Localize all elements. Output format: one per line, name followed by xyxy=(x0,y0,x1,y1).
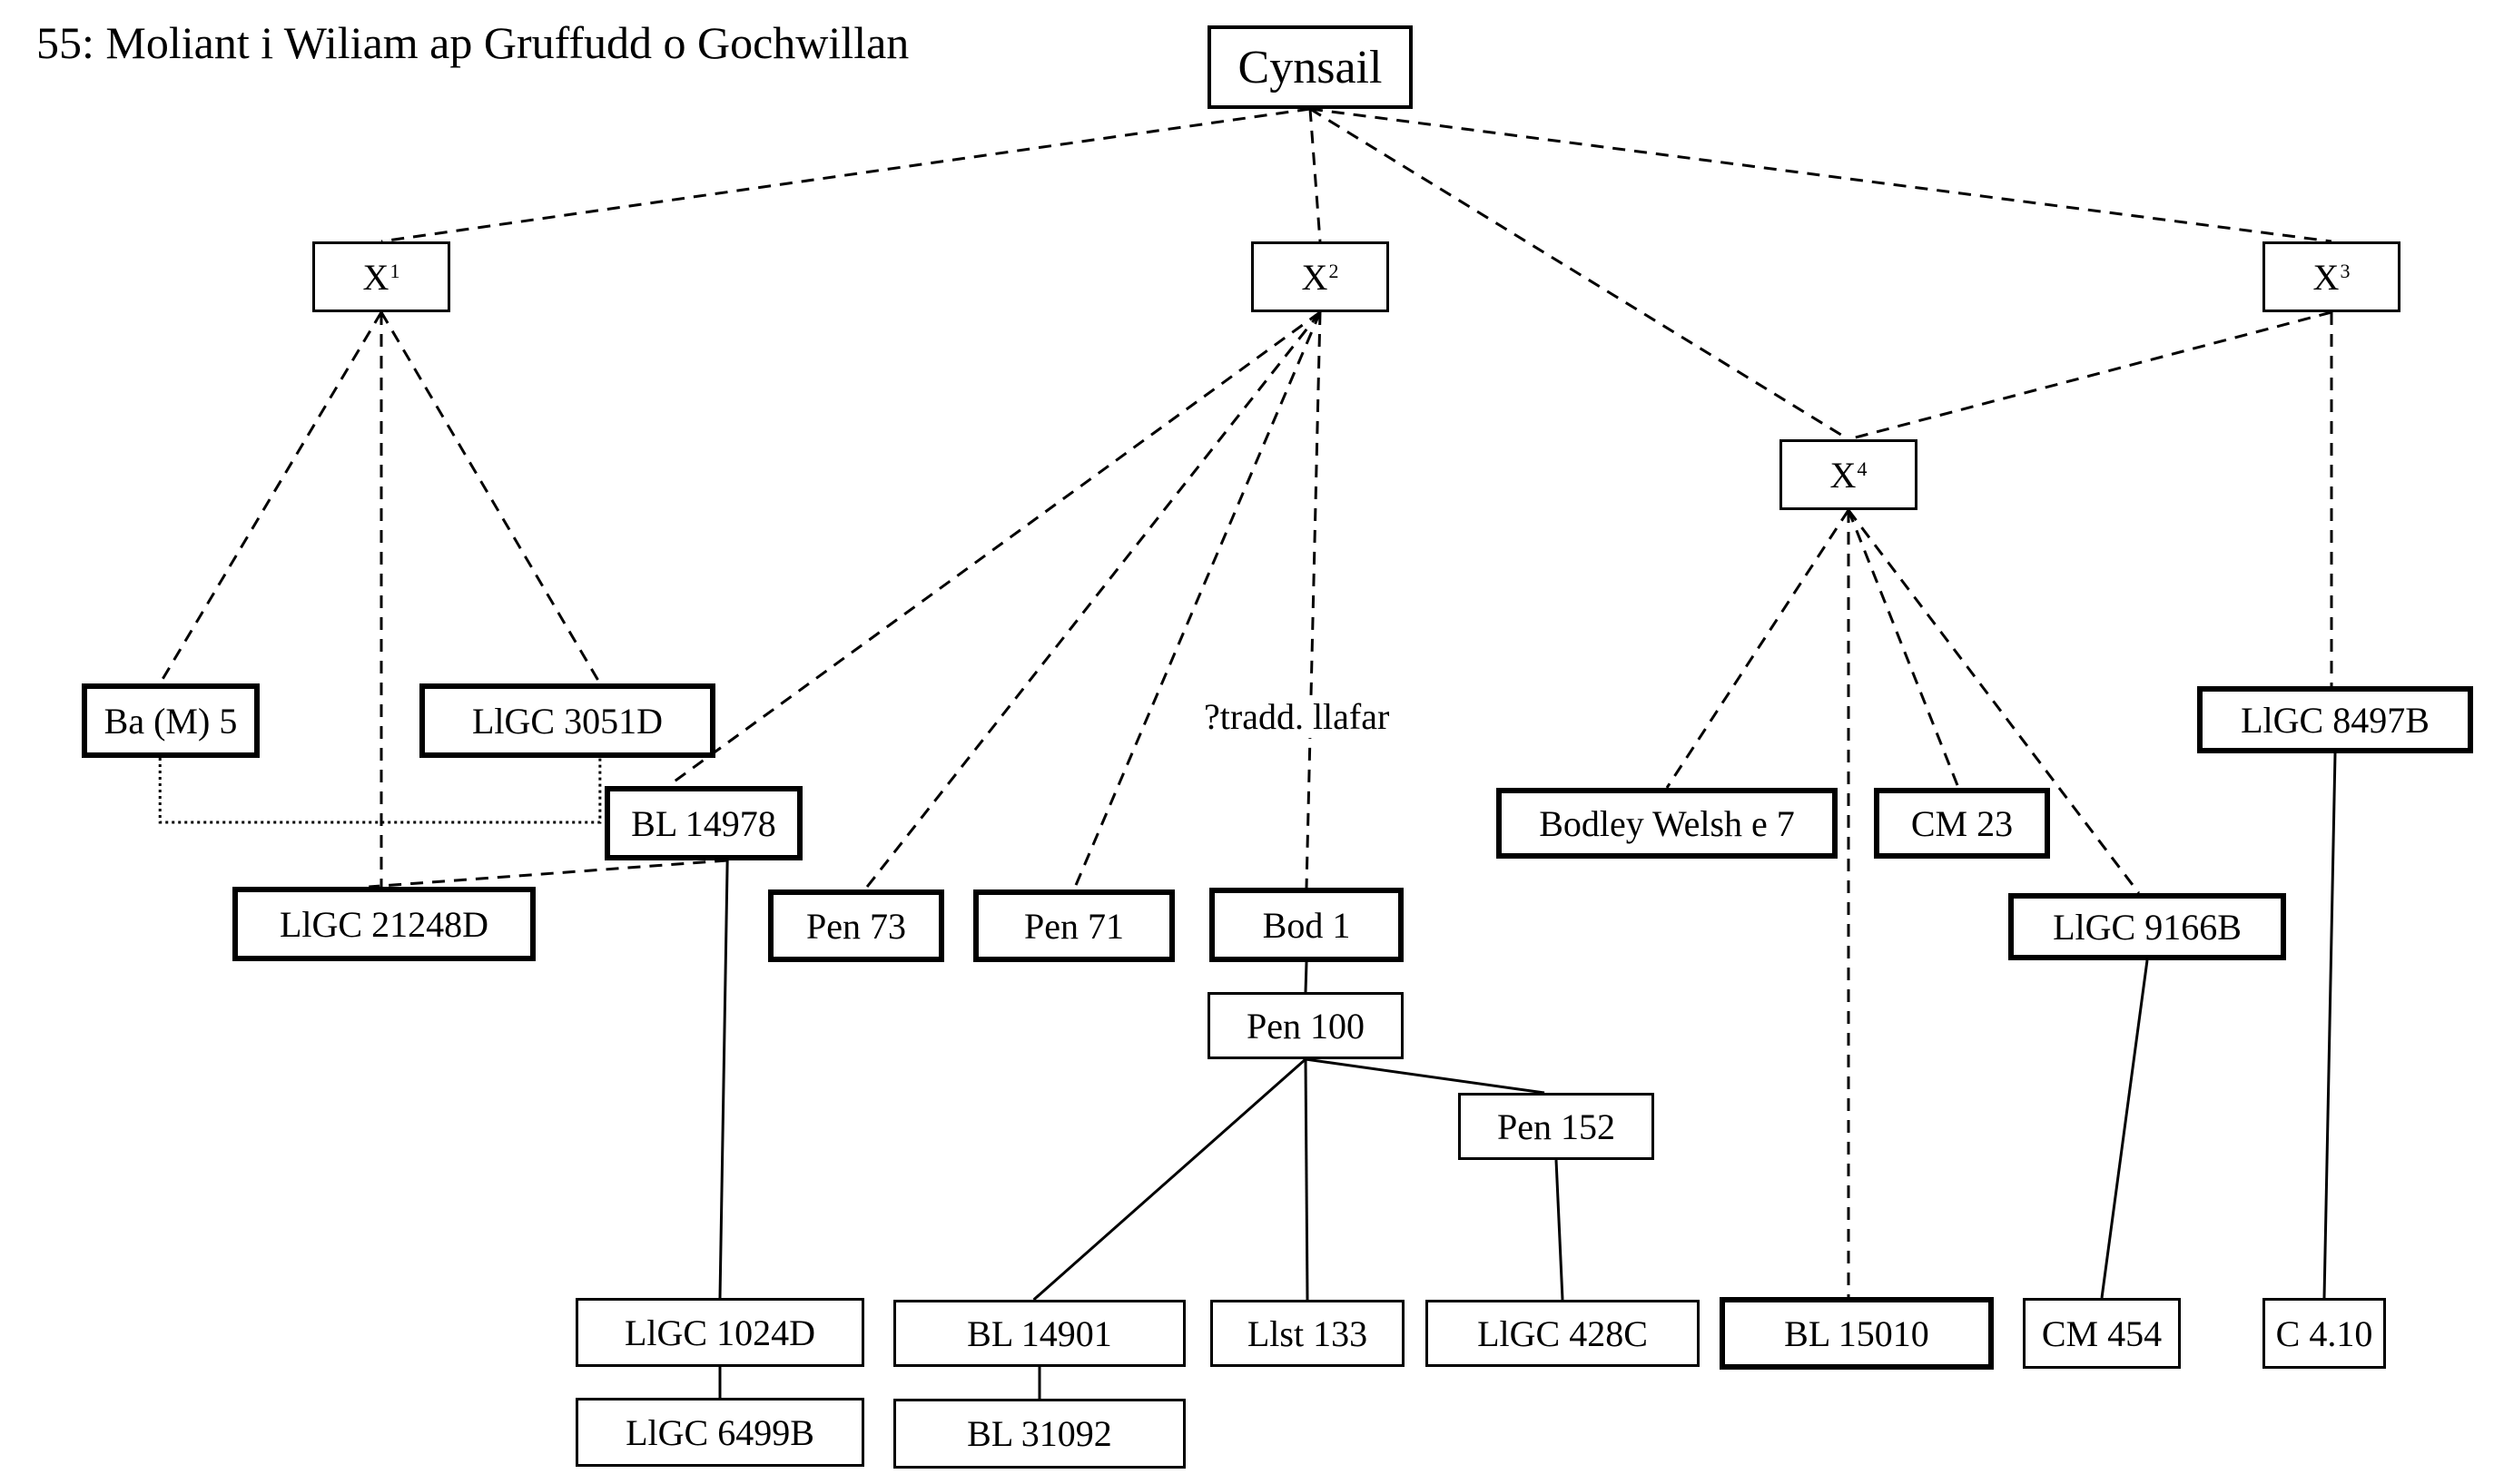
edge-cynsail-to-x1 xyxy=(380,107,1311,243)
edge-x2-to-pen71 xyxy=(1072,311,1322,890)
edge-pen100-to-bl14901 xyxy=(1032,1057,1306,1302)
node-label: LlGC 8497B xyxy=(2241,699,2430,741)
node-llgc-6499b: LlGC 6499B xyxy=(576,1398,864,1467)
node-label: Pen 152 xyxy=(1497,1106,1615,1147)
node-c-4-10: C 4.10 xyxy=(2262,1298,2386,1369)
edge-cynsail-to-x3 xyxy=(1309,107,2332,243)
node-llgc-428c: LlGC 428C xyxy=(1425,1300,1700,1367)
edge-x2-to-pen73 xyxy=(863,311,1322,890)
node-llgc-21248d: LlGC 21248D xyxy=(232,887,536,961)
node-label: X xyxy=(1829,454,1857,496)
node-label: LlGC 6499B xyxy=(626,1411,814,1453)
node-label: X xyxy=(362,256,389,298)
node-llgc-1024d: LlGC 1024D xyxy=(576,1298,864,1367)
node-bodley-welsh-e-7: Bodley Welsh e 7 xyxy=(1496,788,1838,859)
node-label: Ba (M) 5 xyxy=(104,700,238,742)
edge-x4-to-llgc9166b xyxy=(1847,509,2141,894)
node-llst-133: Llst 133 xyxy=(1210,1300,1405,1367)
node-label: LlGC 3051D xyxy=(472,700,663,742)
edge-x3-to-x4 xyxy=(1848,310,2332,441)
node-superscript: 4 xyxy=(1857,457,1868,480)
node-superscript: 1 xyxy=(389,260,400,282)
node-pen-71: Pen 71 xyxy=(973,889,1175,962)
edge-x4-to-cm23 xyxy=(1847,509,1960,789)
edge-pen152-to-llgc428c xyxy=(1554,1159,1564,1301)
node-cynsail: Cynsail xyxy=(1208,25,1413,109)
node-label: Pen 71 xyxy=(1024,905,1124,947)
node-label: BL 31092 xyxy=(967,1413,1112,1454)
node-label: LlGC 1024D xyxy=(625,1312,815,1353)
edge-cynsail-to-x4 xyxy=(1309,107,1849,441)
node-label: Llst 133 xyxy=(1247,1312,1368,1354)
edge-x2-to-bod1 xyxy=(1305,311,1322,889)
edge-cynsail-to-x2 xyxy=(1308,108,1322,242)
oral-tradition-label: ?tradd. llafar xyxy=(1200,695,1394,738)
node-bl-14978: BL 14978 xyxy=(605,786,803,860)
edge-pen100-to-llst133 xyxy=(1304,1058,1309,1301)
edge-bl14978-to-llgc21248d xyxy=(369,859,728,889)
diagram-title: 55: Moliant i Wiliam ap Gruffudd o Gochw… xyxy=(36,17,910,68)
node-label: BL 14978 xyxy=(631,802,776,844)
node-llgc-8497b: LlGC 8497B xyxy=(2197,686,2473,753)
node-pen-152: Pen 152 xyxy=(1458,1093,1654,1160)
node-label: X xyxy=(1301,256,1328,298)
node-cm-23: CM 23 xyxy=(1874,788,2050,859)
node-label: Pen 100 xyxy=(1247,1005,1365,1047)
node-bl-15010: BL 15010 xyxy=(1720,1297,1994,1370)
node-label: BL 15010 xyxy=(1784,1312,1929,1354)
node-bod-1: Bod 1 xyxy=(1209,888,1404,962)
edge-x4-to-bodley xyxy=(1665,509,1850,789)
node-label: C 4.10 xyxy=(2275,1312,2373,1354)
node-label: LlGC 21248D xyxy=(280,903,488,945)
edge-pen100-to-pen152 xyxy=(1305,1057,1545,1095)
edge-llgc9166b-to-cm454 xyxy=(2100,959,2149,1299)
node-cm-454: CM 454 xyxy=(2023,1298,2181,1369)
node-ba-m-5: Ba (M) 5 xyxy=(82,683,260,758)
node-bl-14901: BL 14901 xyxy=(893,1300,1186,1367)
node-pen-100: Pen 100 xyxy=(1208,992,1404,1059)
node-label: LlGC 428C xyxy=(1477,1312,1648,1354)
node-pen-73: Pen 73 xyxy=(768,889,944,962)
node-superscript: 2 xyxy=(1328,260,1339,282)
node-bl-31092: BL 31092 xyxy=(893,1399,1186,1469)
edge-llgc8497b-to-c410 xyxy=(2322,752,2337,1299)
node-superscript: 3 xyxy=(2340,260,2351,282)
node-llgc-3051d: LlGC 3051D xyxy=(419,683,715,758)
node-label: CM 454 xyxy=(2041,1312,2163,1354)
node-label: Pen 73 xyxy=(806,905,906,947)
node-label: X xyxy=(2312,256,2340,298)
edge-x2-to-bl14978 xyxy=(666,310,1321,788)
node-label: Cynsail xyxy=(1237,41,1383,93)
node-label: BL 14901 xyxy=(967,1312,1112,1354)
edge-ba_m_5-to-llgc3051d xyxy=(158,758,602,824)
node-label: CM 23 xyxy=(1910,802,2014,844)
node-label: LlGC 9166B xyxy=(2053,906,2242,948)
edge-x1-to-ba_m_5 xyxy=(158,311,383,684)
edge-bl14978-to-llgc1024d xyxy=(718,860,729,1299)
edge-x1-to-llgc3051d xyxy=(380,311,602,684)
node-label: Bodley Welsh e 7 xyxy=(1539,802,1795,844)
node-llgc-9166b: LlGC 9166B xyxy=(2008,893,2286,960)
node-label: Bod 1 xyxy=(1262,904,1351,946)
